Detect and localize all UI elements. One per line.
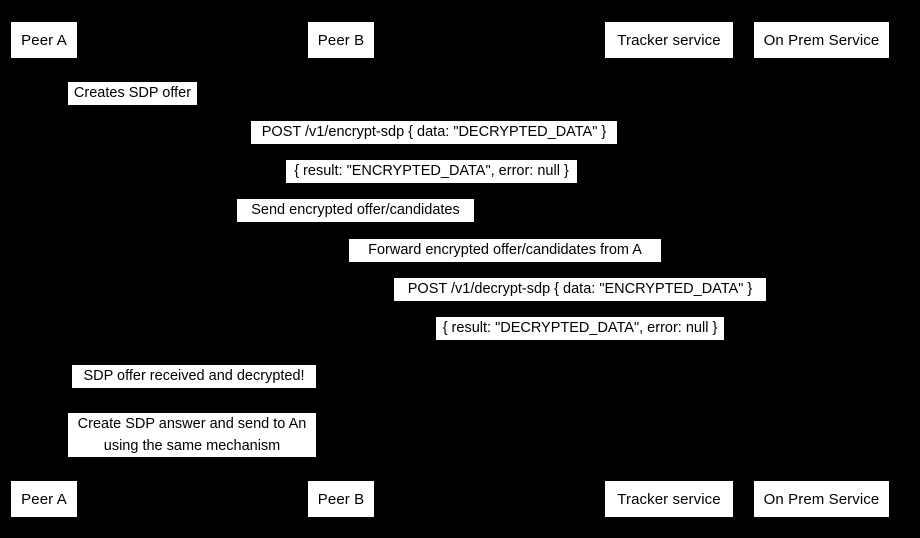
arrow-forward-encrypted-offer	[341, 263, 669, 264]
lifeline-peer-a	[44, 58, 45, 481]
arrow-encrypt-sdp-response	[44, 185, 821, 186]
arrow-send-encrypted-offer	[44, 224, 669, 225]
participant-peer-b-header[interactable]: Peer B	[308, 22, 374, 58]
participant-peer-a-header[interactable]: Peer A	[11, 22, 77, 58]
arrow-post-decrypt-sdp	[341, 303, 821, 304]
participant-tracker-service-footer[interactable]: Tracker service	[605, 481, 733, 517]
message-post-encrypt-sdp: POST /v1/encrypt-sdp { data: "DECRYPTED_…	[251, 121, 617, 144]
lifeline-peer-b	[341, 58, 342, 481]
message-post-decrypt-sdp: POST /v1/decrypt-sdp { data: "ENCRYPTED_…	[394, 278, 766, 301]
arrow-post-encrypt-sdp	[44, 146, 821, 147]
participant-tracker-service-header[interactable]: Tracker service	[605, 22, 733, 58]
message-encrypt-sdp-response: { result: "ENCRYPTED_DATA", error: null …	[286, 160, 577, 183]
message-send-encrypted-offer: Send encrypted offer/candidates	[237, 199, 474, 222]
message-creates-sdp-offer: Creates SDP offer	[68, 82, 197, 105]
arrow-decrypt-sdp-response	[341, 341, 821, 342]
note-create-sdp-answer: Create SDP answer and send to An using t…	[68, 413, 316, 457]
lifeline-tracker-service	[669, 58, 670, 481]
note-line-2: using the same mechanism	[103, 438, 281, 454]
participant-on-prem-service-footer[interactable]: On Prem Service	[754, 481, 889, 517]
note-line-1: Create SDP answer and send to An	[77, 416, 307, 432]
message-forward-encrypted-offer: Forward encrypted offer/candidates from …	[349, 239, 661, 262]
message-sdp-offer-received: SDP offer received and decrypted!	[72, 365, 316, 388]
lifeline-on-prem-service	[821, 58, 822, 481]
message-decrypt-sdp-response: { result: "DECRYPTED_DATA", error: null …	[436, 317, 724, 340]
participant-peer-b-footer[interactable]: Peer B	[308, 481, 374, 517]
participant-on-prem-service-header[interactable]: On Prem Service	[754, 22, 889, 58]
participant-peer-a-footer[interactable]: Peer A	[11, 481, 77, 517]
